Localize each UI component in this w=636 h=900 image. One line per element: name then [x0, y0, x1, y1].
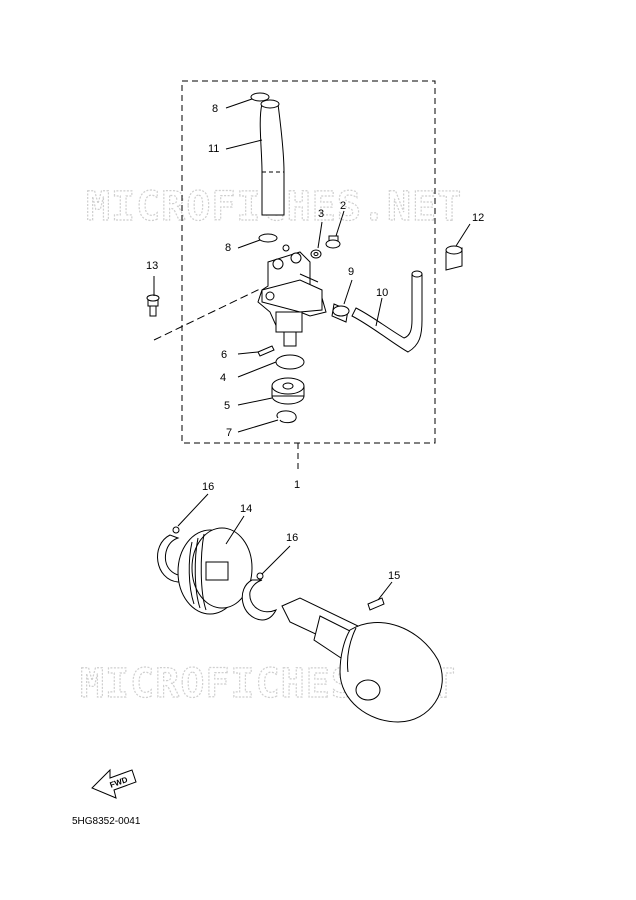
leader-lines — [153, 98, 471, 601]
cap-part-12 — [445, 245, 463, 271]
pulley-part-14 — [177, 527, 253, 615]
crankshaft — [281, 597, 443, 723]
gear-part-5 — [271, 377, 305, 405]
callout-13: 13 — [146, 260, 158, 272]
callout-8-mid: 8 — [225, 242, 231, 254]
fwd-arrow-icon: FWD — [91, 768, 137, 799]
pin-part-15 — [367, 597, 385, 611]
oil-pump-body — [257, 244, 327, 347]
connector-part-9 — [331, 303, 350, 323]
callout-16-right: 16 — [286, 532, 298, 544]
callout-4: 4 — [220, 372, 226, 384]
callout-14: 14 — [240, 503, 252, 515]
callout-8-top: 8 — [212, 103, 218, 115]
callout-1: 1 — [294, 479, 300, 491]
callout-12: 12 — [472, 212, 484, 224]
callout-3: 3 — [318, 208, 324, 220]
callout-6: 6 — [221, 349, 227, 361]
callout-11: 11 — [208, 143, 219, 155]
callout-9: 9 — [348, 266, 354, 278]
pipe-part-10 — [351, 273, 423, 353]
o-ring-part-4 — [275, 354, 305, 370]
hose-part-11 — [259, 99, 285, 216]
callout-2: 2 — [340, 200, 346, 212]
callout-15: 15 — [388, 570, 400, 582]
bolt-part-13 — [146, 294, 160, 317]
callout-7: 7 — [226, 427, 232, 439]
diagram-code: 5HG8352-0041 — [72, 816, 141, 827]
callout-5: 5 — [224, 400, 230, 412]
leader-13-dashed — [153, 287, 263, 341]
circlip-part-16-right — [241, 579, 278, 621]
callout-10: 10 — [376, 287, 388, 299]
clip-part-8-top — [250, 92, 270, 102]
pin-part-6 — [257, 345, 275, 357]
clip-part-7 — [276, 410, 297, 424]
callout-16-left: 16 — [202, 481, 214, 493]
clip-part-8-mid — [258, 233, 278, 243]
bolt-part-2 — [325, 235, 341, 249]
assembly-box — [181, 80, 436, 444]
